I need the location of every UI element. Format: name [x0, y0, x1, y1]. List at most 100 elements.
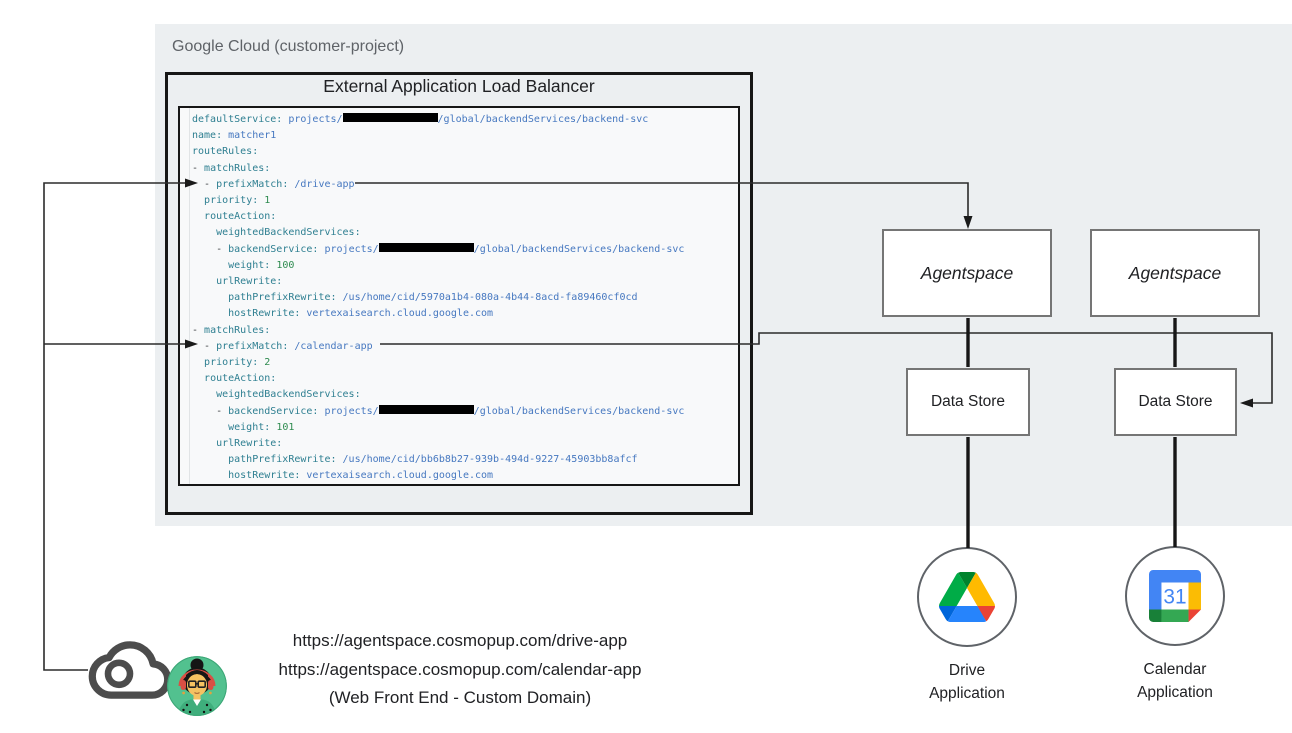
- code-line: defaultService: projects//global/backend…: [192, 112, 684, 128]
- code-line: pathPrefixRewrite: /us/home/cid/5970a1b4…: [192, 290, 684, 306]
- code-segment: [192, 341, 204, 352]
- code-segment: backendService:: [228, 243, 319, 255]
- code-segment: projects/: [324, 405, 379, 417]
- code-segment: [192, 260, 228, 271]
- code-segment: 100: [276, 259, 295, 271]
- datastore-box-2-label: Data Store: [1138, 393, 1213, 410]
- user-avatar: [167, 656, 227, 716]
- frontend-caption: (Web Front End - Custom Domain): [328, 688, 592, 707]
- code-segment: weightedBackendServices:: [216, 227, 361, 239]
- code-segment: hostRewrite:: [228, 308, 301, 320]
- datastore-box-1: Data Store: [906, 368, 1030, 436]
- code-segment: hostRewrite:: [228, 470, 301, 482]
- url-map-code-box: defaultService: projects//global/backend…: [178, 106, 740, 486]
- code-segment: [192, 244, 216, 255]
- agentspace-box-1: Agentspace: [882, 229, 1052, 317]
- google-cloud-panel-label: Google Cloud (customer-project): [172, 38, 405, 55]
- code-line: weightedBackendServices:: [192, 225, 684, 241]
- code-segment: /global/backendServices/backend-svc: [473, 243, 685, 255]
- code-line: urlRewrite:: [192, 274, 684, 290]
- code-segment: -: [204, 178, 217, 190]
- code-line: weightedBackendServices:: [192, 387, 684, 403]
- code-segment: matcher1: [228, 130, 277, 142]
- code-line: weight: 101: [192, 420, 684, 436]
- code-segment: vertexaisearch.cloud.google.com: [306, 308, 494, 320]
- code-line: urlRewrite:: [192, 436, 684, 452]
- code-segment: /global/backendServices/backend-svc: [437, 114, 649, 125]
- code-segment: -: [204, 340, 217, 352]
- url-drive: https://agentspace.cosmopup.com/drive-ap…: [292, 631, 628, 650]
- code-segment: -: [192, 162, 205, 174]
- datastore-box-2: Data Store: [1114, 368, 1237, 436]
- code-segment: pathPrefixRewrite:: [228, 292, 337, 304]
- code-segment: [192, 454, 228, 465]
- code-segment: [192, 227, 216, 238]
- code-segment: [192, 292, 228, 303]
- frontend-urls: https://agentspace.cosmopup.com/drive-ap…: [250, 627, 670, 713]
- code-line: hostRewrite: vertexaisearch.cloud.google…: [192, 306, 684, 322]
- code-segment: [192, 211, 204, 222]
- code-segment: priority:: [204, 195, 259, 207]
- code-segment: routeAction:: [204, 211, 277, 223]
- code-segment: priority:: [204, 357, 259, 369]
- drive-icon: [939, 572, 995, 622]
- code-line: routeAction:: [192, 209, 684, 225]
- code-segment: weightedBackendServices:: [216, 389, 361, 401]
- code-line: routeAction:: [192, 371, 684, 387]
- code-line: - prefixMatch: /drive-app: [192, 177, 684, 193]
- code-segment: [192, 357, 204, 368]
- code-segment: [192, 276, 216, 287]
- code-line: priority: 2: [192, 355, 684, 371]
- code-gutter-line: [189, 108, 190, 484]
- code-segment: vertexaisearch.cloud.google.com: [306, 470, 494, 482]
- agentspace-box-2: Agentspace: [1090, 229, 1260, 317]
- code-line: - backendService: projects/ /global/backe…: [192, 404, 684, 420]
- code-segment: weight:: [228, 259, 271, 271]
- agentspace-box-2-label: Agentspace: [1128, 262, 1222, 283]
- code-line: hostRewrite: vertexaisearch.cloud.google…: [192, 468, 684, 484]
- code-segment: /calendar-app: [294, 340, 373, 352]
- redaction-bar: [378, 404, 474, 414]
- code-segment: /us/home/cid/5970a1b4-080a-4b44-8acd-fa8…: [342, 292, 638, 304]
- code-segment: /us/home/cid/bb6b8b27-939b-494d-9227-459…: [342, 454, 638, 466]
- code-segment: pathPrefixRewrite:: [228, 454, 337, 466]
- drive-app-circle: [917, 547, 1017, 647]
- code-line: - prefixMatch: /calendar-app: [192, 339, 684, 355]
- code-line: name: matcher1: [192, 128, 684, 144]
- code-line: priority: 1: [192, 193, 684, 209]
- redaction-bar: [378, 242, 474, 252]
- code-segment: urlRewrite:: [216, 438, 283, 450]
- code-segment: [192, 179, 204, 190]
- code-segment: urlRewrite:: [216, 276, 283, 288]
- code-segment: [192, 373, 204, 384]
- code-segment: /global/backendServices/backend-svc: [473, 405, 685, 417]
- code-segment: -: [216, 243, 229, 255]
- calendar-day-text: 31: [1163, 585, 1186, 608]
- code-segment: [192, 470, 228, 481]
- code-segment: [192, 389, 216, 400]
- code-segment: routeRules:: [192, 146, 259, 158]
- code-content: defaultService: projects//global/backend…: [192, 112, 685, 484]
- code-line: routeRules:: [192, 144, 684, 160]
- code-segment: -: [216, 405, 229, 417]
- datastore-box-1-label: Data Store: [930, 393, 1006, 410]
- code-segment: -: [192, 324, 205, 336]
- code-segment: projects/: [288, 114, 343, 125]
- code-segment: 2: [264, 357, 271, 369]
- code-line: - matchRules:: [192, 323, 684, 339]
- code-line: pathPrefixRewrite: /us/home/cid/bb6b8b27…: [192, 452, 684, 468]
- redaction-bar: [342, 113, 438, 122]
- code-segment: projects/: [324, 243, 379, 255]
- code-segment: weight:: [228, 421, 271, 433]
- code-line: - matchRules:: [192, 161, 684, 177]
- code-segment: [192, 195, 204, 206]
- code-segment: 101: [276, 421, 295, 433]
- code-segment: [192, 422, 228, 433]
- calendar-app-circle: 31: [1125, 546, 1225, 646]
- code-segment: [192, 438, 216, 449]
- code-line: weight: 100: [192, 258, 684, 274]
- code-segment: [192, 406, 216, 417]
- code-segment: backendService:: [228, 405, 319, 417]
- code-segment: routeAction:: [204, 373, 277, 385]
